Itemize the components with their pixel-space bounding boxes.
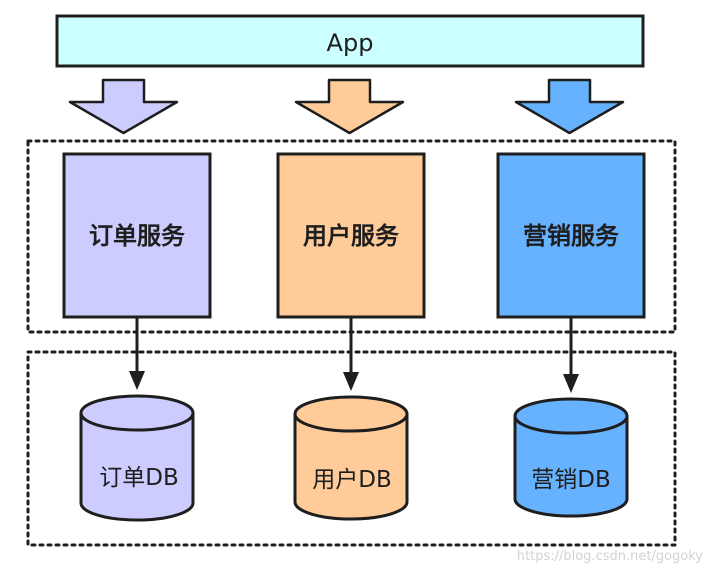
user-service-box: [276, 152, 426, 319]
connector-arrow: [129, 318, 145, 390]
marketing-db-cylinder: [513, 397, 629, 518]
marketing-service-box: [496, 152, 646, 319]
user-db-cylinder: [293, 395, 409, 521]
order-db-label: 订单DB: [99, 465, 179, 491]
order-service-box: [62, 152, 212, 319]
connector-arrow: [343, 318, 359, 391]
connector-arrow: [563, 318, 579, 393]
marketing-service-label: 营销服务: [523, 222, 620, 250]
arrow-down-icon: [68, 78, 179, 135]
user-service-label: 用户服务: [303, 222, 400, 250]
order-db-cylinder: [79, 394, 195, 522]
arrow-down-icon: [294, 78, 405, 135]
order-service-label: 订单服务: [89, 222, 186, 250]
marketing-db-label: 营销DB: [531, 467, 611, 493]
app-label: App: [327, 29, 374, 57]
user-db-label: 用户DB: [312, 467, 392, 493]
watermark-text: https://blog.csdn.net/gogoky: [517, 549, 704, 564]
arrow-down-icon: [514, 78, 625, 135]
app-box: [55, 14, 645, 68]
